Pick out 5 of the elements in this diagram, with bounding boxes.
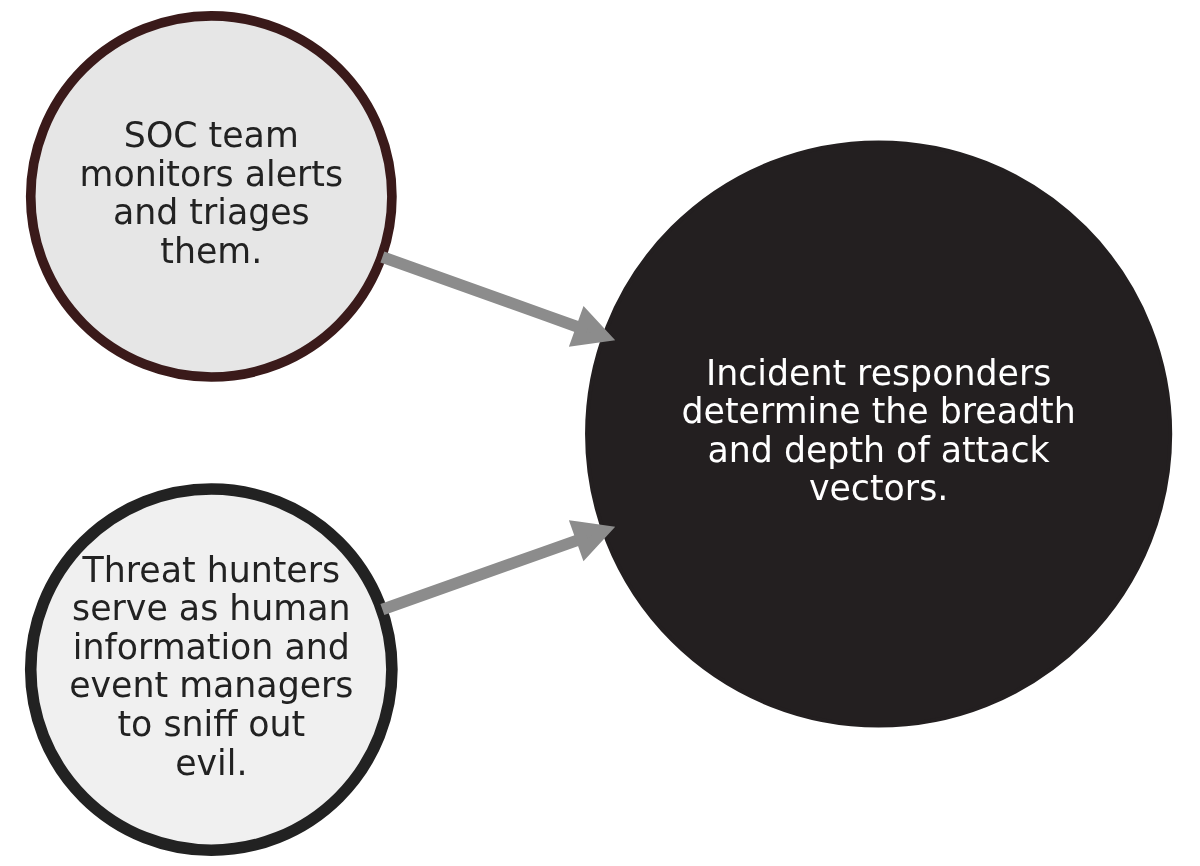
node-circle: SOC team monitors alerts and triages them. [25, 11, 397, 382]
node-circle: Threat hunters serve as human information and event managers to sniff out evil. [24, 483, 398, 856]
node-circle: Incident responders determine the breadth and depth of attack vectors. [584, 140, 1172, 728]
arrow [379, 251, 615, 347]
arrow [379, 520, 615, 615]
